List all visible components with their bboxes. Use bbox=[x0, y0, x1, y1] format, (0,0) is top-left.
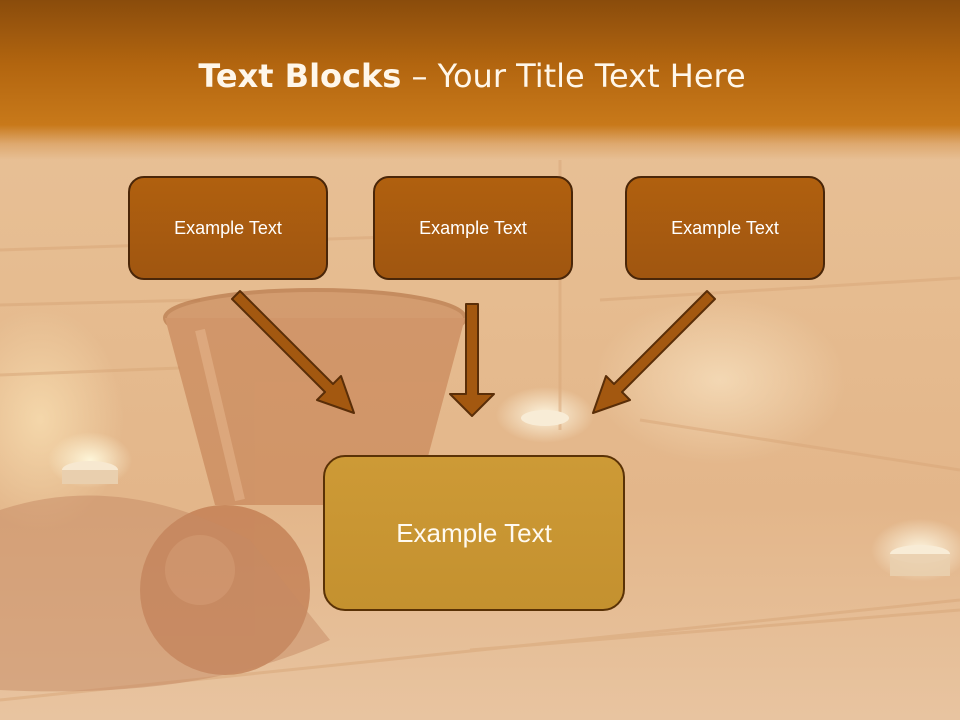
arrow-right-to-bottom[interactable] bbox=[592, 290, 716, 414]
text-block-left[interactable]: Example Text bbox=[128, 176, 328, 280]
slide-title: Text Blocks – Your Title Text Here bbox=[0, 54, 944, 98]
title-band bbox=[0, 0, 960, 160]
text-block-left-label: Example Text bbox=[174, 217, 282, 238]
text-block-bottom-label: Example Text bbox=[396, 517, 552, 548]
text-block-center-label: Example Text bbox=[419, 217, 527, 238]
text-block-center[interactable]: Example Text bbox=[373, 176, 573, 280]
candles bbox=[62, 410, 950, 576]
towel-shape bbox=[0, 495, 330, 692]
arrow-center-to-bottom[interactable] bbox=[449, 303, 495, 417]
text-block-right[interactable]: Example Text bbox=[625, 176, 825, 280]
title-rest-text: – Your Title Text Here bbox=[401, 57, 746, 95]
arrow-left-to-bottom[interactable] bbox=[231, 290, 355, 414]
title-bold-text: Text Blocks bbox=[198, 57, 402, 95]
text-block-bottom[interactable]: Example Text bbox=[323, 455, 625, 611]
text-block-right-label: Example Text bbox=[671, 217, 779, 238]
